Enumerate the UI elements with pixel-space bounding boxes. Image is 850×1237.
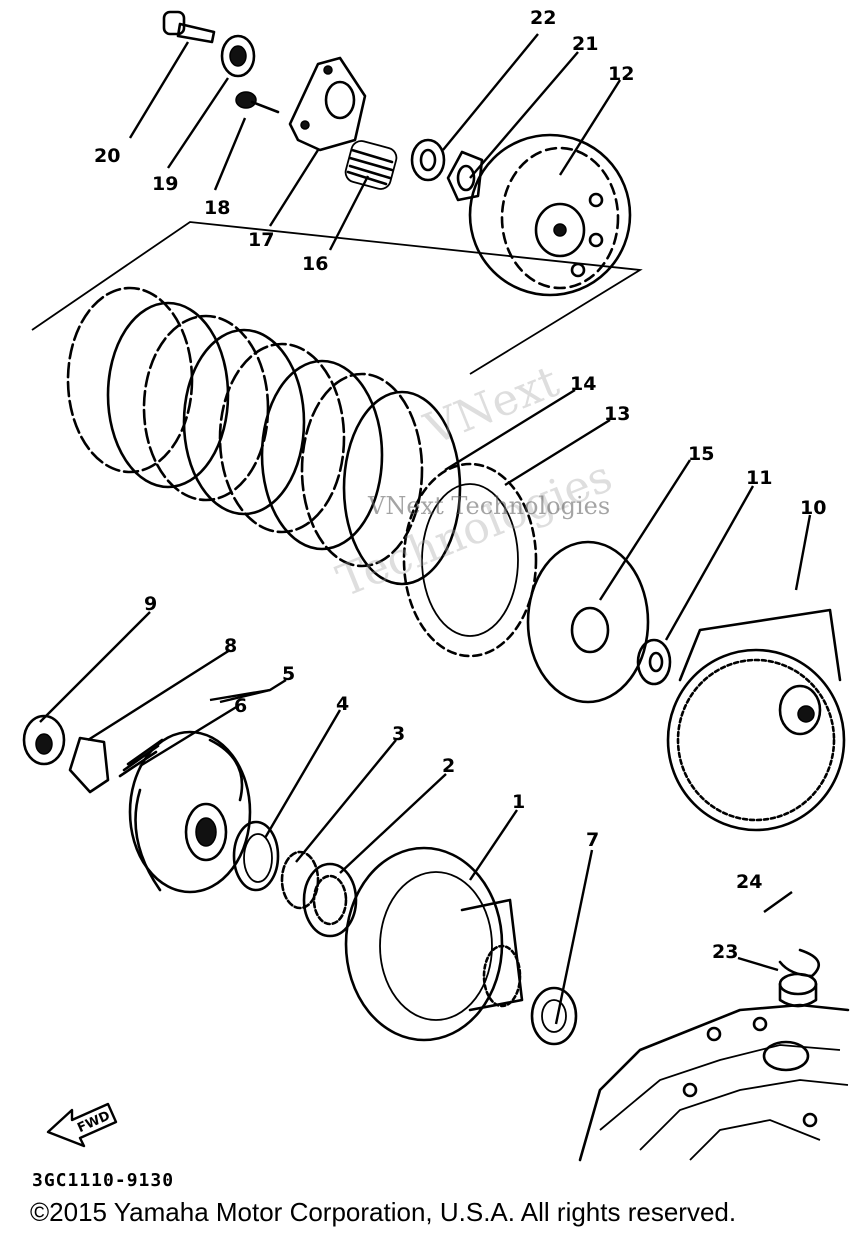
part-11-washer [636, 638, 672, 686]
part-1-clutch-drum [344, 846, 524, 1042]
label-part-15: 15 [688, 443, 714, 465]
label-part-21: 21 [572, 33, 598, 55]
label-part-24: 24 [736, 871, 762, 893]
label-part-7: 7 [586, 829, 599, 851]
label-part-23: 23 [712, 941, 738, 963]
label-part-16: 16 [302, 253, 328, 275]
part-7-washer [530, 986, 578, 1046]
label-part-12: 12 [608, 63, 634, 85]
label-part-3: 3 [392, 723, 405, 745]
plate-stack-bracket [31, 221, 643, 375]
part-3-bearing [280, 850, 320, 910]
part-8-plate [68, 736, 110, 794]
label-part-13: 13 [604, 403, 630, 425]
label-part-8: 8 [224, 635, 237, 657]
part-20-bolt [162, 10, 216, 44]
crankcase-section [578, 1003, 850, 1162]
part-15-plate [526, 540, 650, 704]
part-4-washer [232, 820, 280, 892]
label-part-17: 17 [248, 229, 274, 251]
label-part-9: 9 [144, 593, 157, 615]
part-10-clutch-housing [666, 608, 846, 832]
fwd-arrow: FWD [46, 1102, 118, 1148]
label-part-6: 6 [234, 695, 247, 717]
friction-plate-stack [66, 286, 538, 658]
part-5-clutch-shoe-assembly [128, 730, 252, 894]
label-part-11: 11 [746, 467, 772, 489]
leader-lines [39, 33, 812, 1025]
part-16-spring [344, 140, 398, 190]
label-part-22: 22 [530, 7, 556, 29]
part-24-circlip [778, 948, 821, 978]
label-part-20: 20 [94, 145, 120, 167]
label-part-18: 18 [204, 197, 230, 219]
diagram-part-code: 3GC1110-9130 [32, 1170, 175, 1191]
part-21-lock-washer [446, 150, 484, 202]
part-22-nut [410, 138, 446, 182]
part-number-labels: 1 2 3 4 5 6 7 8 9 10 11 12 13 14 15 16 1… [94, 7, 826, 963]
label-part-4: 4 [336, 693, 349, 715]
label-part-19: 19 [152, 173, 178, 195]
label-part-10: 10 [800, 497, 826, 519]
part-17-pressure-plate [288, 56, 367, 152]
part-23-plug [778, 972, 818, 1008]
part-19-bearing [220, 34, 256, 78]
label-part-1: 1 [512, 791, 525, 813]
label-part-5: 5 [282, 663, 295, 685]
copyright-notice: ©2015 Yamaha Motor Corporation, U.S.A. A… [30, 1197, 737, 1227]
part-9-washer [22, 714, 66, 766]
label-part-14: 14 [570, 373, 596, 395]
part-12-clutch-boss [468, 133, 632, 297]
label-part-2: 2 [442, 755, 455, 777]
part-18-screw [235, 91, 280, 114]
